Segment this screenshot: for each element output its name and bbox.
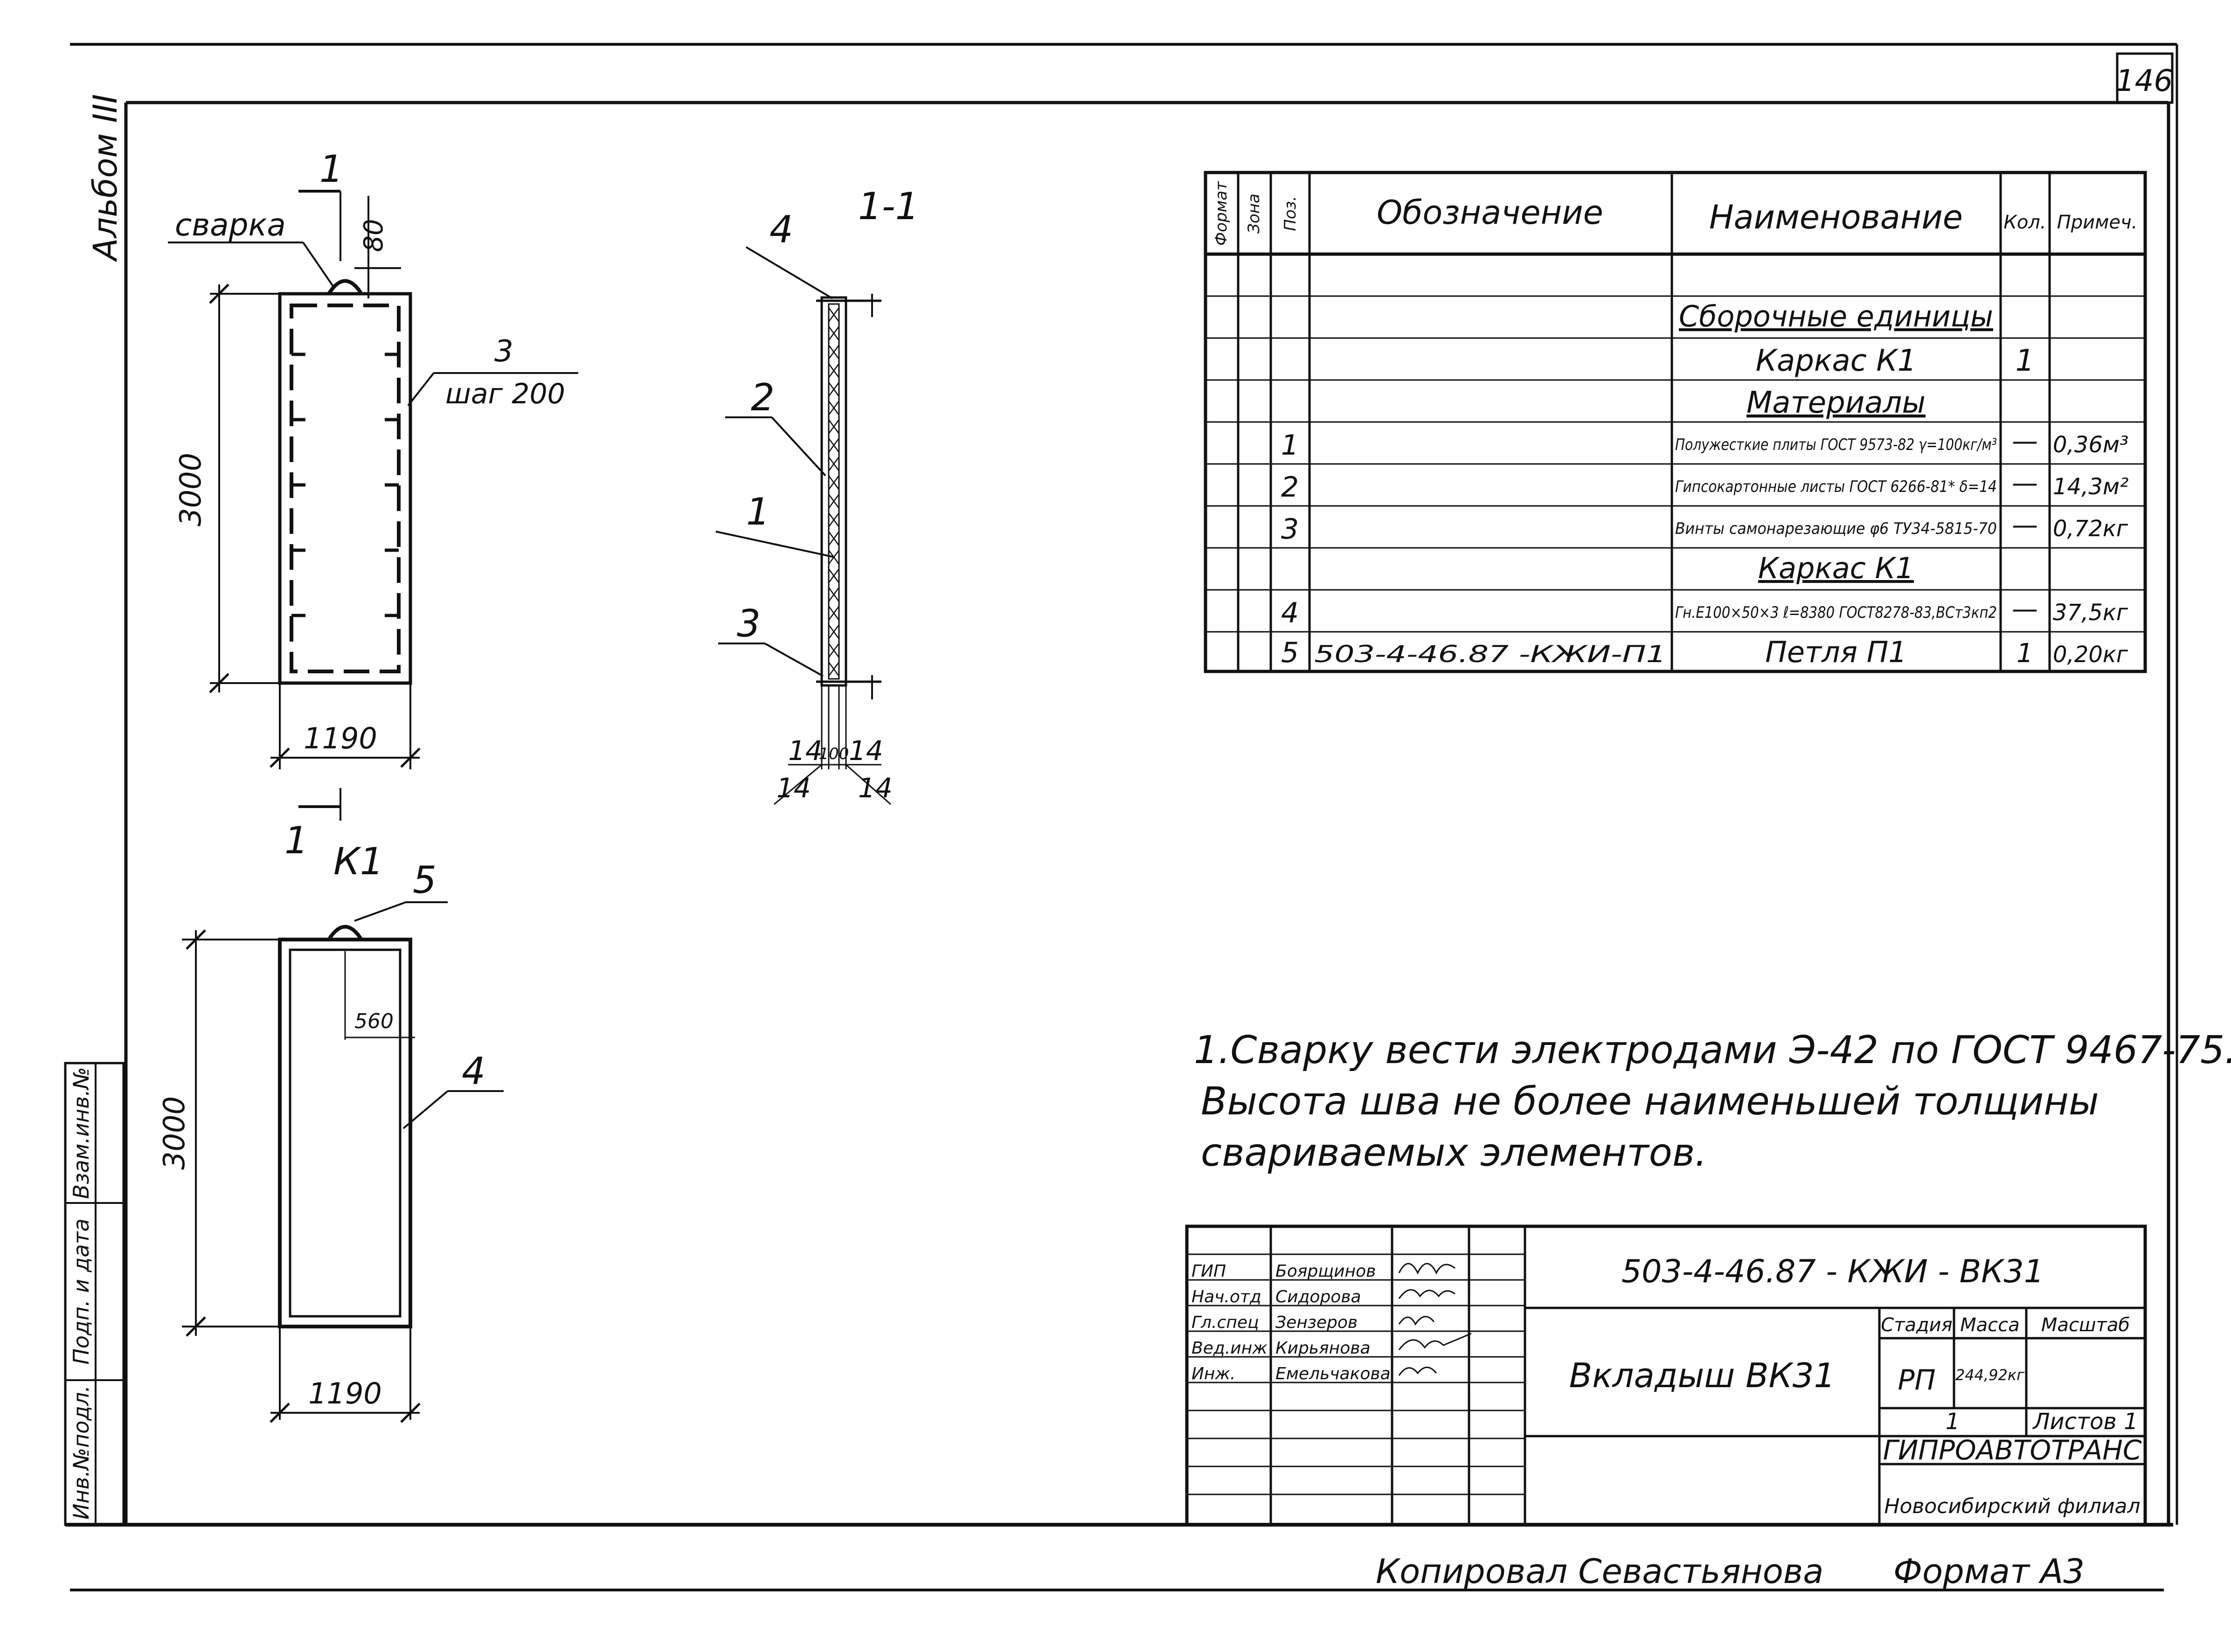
signer-role-2: Нач.отд: [1192, 1287, 1261, 1306]
signer-role-1: ГИП: [1192, 1262, 1226, 1281]
section-title: 1-1: [858, 185, 919, 228]
spec-row-4-name: Материалы: [1746, 386, 1926, 420]
step-label: шаг 200: [445, 378, 565, 410]
spec-header-note: Примеч.: [2057, 212, 2138, 233]
spec-header-pos: Поз.: [1281, 196, 1300, 231]
signer-name-4: Кирьянова: [1275, 1339, 1371, 1358]
dim-height-frame: 3000: [157, 1096, 191, 1170]
spec-row-5-pos: 1: [1281, 429, 1299, 462]
title-block-grid: [1185, 1224, 2147, 1527]
note-line-1: 1.Сварку вести электродами Э-42 по ГОСТ …: [1194, 1028, 2231, 1072]
note-line-3: свариваемых элементов.: [1201, 1131, 1707, 1175]
frame-title: К1: [333, 840, 384, 883]
spec-row-9-name: Гн.Е100×50×3 ℓ=8380 ГОСТ8278-83,ВСт3кп2: [1675, 603, 1997, 622]
signer-name-2: Сидорова: [1275, 1287, 1361, 1306]
dim-560: 560: [354, 1009, 394, 1033]
signer-role-4: Вед.инж: [1192, 1339, 1268, 1358]
signer-name-3: Зензеров: [1275, 1313, 1358, 1332]
spec-row-3-qty: 1: [2016, 344, 2035, 378]
spec-header-qty: Кол.: [2003, 212, 2046, 233]
organization-name: ГИПРОАВТОТРАНС: [1883, 1434, 2142, 1466]
frame-k1: [182, 901, 504, 1423]
spec-row-8-name: Каркас К1: [1758, 551, 1914, 585]
side-stamp-sign-date: Подп. и дата: [69, 1218, 94, 1364]
spec-rows: Сборочные единицы Каркас К1 1 Материалы …: [1281, 299, 2128, 669]
spec-row-7-pos: 3: [1281, 513, 1299, 546]
callout-2-section: 2: [751, 376, 775, 419]
signer-role-3: Гл.спец: [1192, 1313, 1259, 1332]
section-mark-bottom: 1: [284, 819, 308, 862]
spec-header-name: Наименование: [1709, 198, 1963, 236]
spec-row-6-name: Гипсокартонные листы ГОСТ 6266-81* δ=14: [1675, 477, 1997, 496]
dim-section-14d: 14: [858, 772, 893, 804]
callout-3-section: 3: [737, 602, 761, 645]
spec-row-6-pos: 2: [1281, 471, 1299, 504]
spec-row-2-name: Сборочные единицы: [1679, 299, 1993, 333]
page-number: 146: [2116, 64, 2173, 98]
callout-1-section: 1: [746, 490, 770, 533]
spec-row-3-name: Каркас К1: [1756, 344, 1917, 378]
spec-row-7-qty: —: [2012, 510, 2038, 540]
side-stamp-inv-no: Инв.№подл.: [69, 1385, 94, 1520]
weld-label: сварка: [175, 207, 286, 243]
spec-row-10-designation: 503-4-46.87 -КЖИ-П1: [1314, 641, 1666, 668]
spec-row-7-note: 0,72кг: [2053, 516, 2128, 542]
callout-5-frame: 5: [413, 858, 436, 902]
sheet-number: 1: [1946, 1409, 1960, 1435]
organization-branch: Новосибирский филиал: [1884, 1494, 2140, 1518]
dim-height-elevation: 3000: [173, 453, 208, 526]
spec-row-9-note: 37,5кг: [2053, 600, 2128, 626]
spec-row-7-name: Винты самонарезающие φ6 ТУ34-5815-70: [1675, 519, 1997, 538]
spec-row-6-qty: —: [2012, 468, 2038, 498]
spec-row-9-qty: —: [2012, 594, 2038, 624]
panel-elevation: [168, 190, 578, 821]
spec-header-zone: Зона: [1245, 194, 1263, 234]
spec-row-5-qty: —: [2012, 426, 2038, 456]
spec-row-10-name: Петля П1: [1765, 635, 1907, 669]
spec-header-format: Формат: [1212, 181, 1231, 246]
stage-value: РП: [1898, 1364, 1935, 1396]
spec-row-10-qty: 1: [2016, 638, 2033, 669]
album-label: Альбом III: [86, 94, 125, 263]
dim-width-frame: 1190: [308, 1376, 382, 1410]
spec-row-6-note: 14,3м²: [2053, 474, 2128, 500]
section-mark-top: 1: [319, 147, 343, 191]
section-view: [715, 246, 891, 805]
note-line-2: Высота шва не более наименьшей толщины: [1201, 1079, 2099, 1124]
signer-role-5: Инж.: [1192, 1364, 1235, 1383]
sheets-count: Листов 1: [2032, 1409, 2138, 1435]
mass-label: Масса: [1960, 1314, 2020, 1336]
callout-3-elevation: 3: [494, 334, 513, 369]
side-stamp-replace-inv: Взам.инв.№: [69, 1067, 94, 1199]
spec-header-designation: Обозначение: [1377, 194, 1603, 232]
scale-label: Масштаб: [2041, 1314, 2130, 1336]
document-code: 503-4-46.87 - КЖИ - ВК31: [1621, 1253, 2044, 1290]
sheet-frame: [65, 43, 2178, 1591]
callout-4-frame: 4: [462, 1050, 485, 1093]
spec-row-10-note: 0,20кг: [2053, 642, 2128, 668]
spec-table-grid: [1204, 171, 2147, 673]
dim-width-elevation: 1190: [304, 721, 377, 755]
sheet-format: Формат А3: [1893, 1552, 2085, 1591]
spec-row-5-name: Полужесткие плиты ГОСТ 9573-82 γ=100кг/м…: [1675, 435, 1997, 454]
spec-row-5-note: 0,36м³: [2053, 432, 2128, 458]
mass-value: 244,92кг: [1955, 1366, 2024, 1384]
signer-name-1: Боярщинов: [1275, 1262, 1376, 1281]
dim-section-14b: 14: [849, 735, 883, 767]
spec-row-10-pos: 5: [1281, 636, 1299, 669]
dim-section-14c: 14: [776, 772, 811, 804]
copied-by: Копировал Севастьянова: [1376, 1552, 1823, 1591]
dim-80: 80: [359, 219, 389, 252]
stage-label: Стадия: [1881, 1314, 1952, 1336]
document-title: Вкладыш ВК31: [1569, 1356, 1836, 1395]
dim-section-14a: 14: [788, 735, 823, 767]
dim-section-100: 100: [819, 745, 849, 763]
signer-name-5: Емельчакова: [1275, 1364, 1391, 1383]
side-stamp: [64, 1062, 125, 1526]
spec-row-9-pos: 4: [1281, 597, 1299, 629]
callout-4-section: 4: [769, 208, 793, 251]
